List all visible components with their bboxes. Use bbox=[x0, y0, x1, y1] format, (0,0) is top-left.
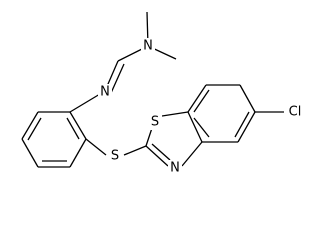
atom-s-thiazole: S bbox=[151, 115, 159, 130]
atom-labels: N N S S N Cl bbox=[98, 38, 304, 176]
bond-fused-inner-3 bbox=[193, 117, 210, 138]
bond-benzene-3 bbox=[21, 138, 39, 168]
atom-s-thioether: S bbox=[111, 149, 119, 164]
bond-s-c2 bbox=[123, 145, 147, 156]
atom-cl: Cl bbox=[289, 105, 302, 120]
bond-benzene-inner-1 bbox=[27, 117, 42, 141]
bond-fused-inner-2 bbox=[234, 111, 250, 138]
atom-n-imine: N bbox=[100, 85, 110, 100]
bond-benzene-5 bbox=[69, 138, 87, 168]
bond-benzene-6 bbox=[69, 111, 87, 140]
bond-benzene-2 bbox=[21, 111, 39, 140]
bond-c2-n3-2 bbox=[151, 143, 171, 161]
bond-c3a-c7a bbox=[187, 111, 203, 143]
bond-c7a-c7 bbox=[187, 84, 207, 113]
bond-fused-inner-1 bbox=[193, 89, 210, 113]
bond-s1-c7a bbox=[161, 111, 189, 117]
molecule-structure: N N S S N Cl bbox=[21, 11, 304, 176]
bond-c2-s1 bbox=[145, 127, 153, 147]
atom-n-amine: N bbox=[143, 39, 153, 54]
bond-c2-n3 bbox=[145, 145, 169, 167]
bonds bbox=[21, 11, 286, 168]
bond-c5-c4 bbox=[237, 111, 256, 143]
bond-c6-c5 bbox=[239, 84, 256, 113]
bond-benzene-inner-3 bbox=[66, 117, 80, 140]
atom-n-thiazole: N bbox=[170, 161, 180, 176]
bond-n3-c3a bbox=[181, 141, 203, 167]
bond-aryl-s bbox=[85, 138, 107, 156]
bond-ch-nimine-2 bbox=[110, 63, 125, 94]
